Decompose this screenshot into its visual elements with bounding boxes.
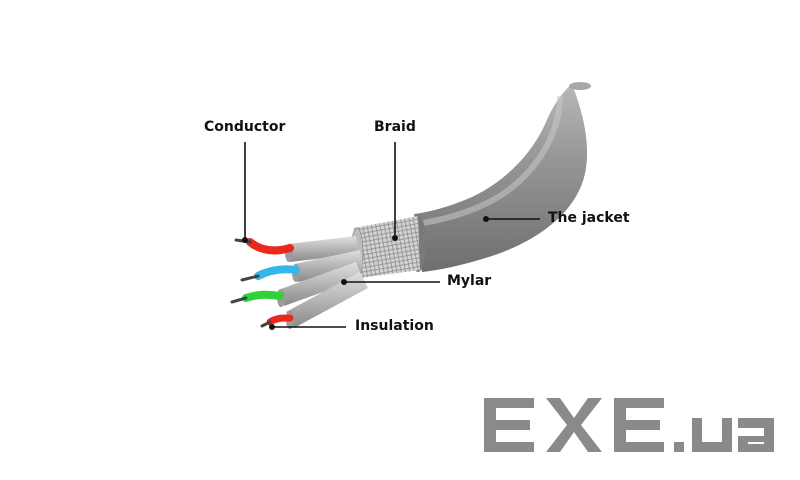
wire-red2-tip — [260, 320, 272, 328]
wire-blue-tip — [240, 274, 260, 282]
dot-conductor — [242, 237, 248, 243]
jacket-body — [414, 84, 588, 272]
braid-body — [354, 216, 420, 278]
wire-green-tip — [230, 296, 248, 304]
leader-lines — [244, 142, 540, 328]
leader-dots — [242, 216, 489, 330]
wire-red-2 — [260, 272, 368, 329]
wire-green — [230, 262, 362, 307]
dot-jacket — [483, 216, 489, 222]
jacket — [410, 82, 591, 272]
label-insulation: Insulation — [355, 318, 434, 334]
wire-red2-core — [266, 314, 294, 326]
dot-braid — [392, 235, 398, 241]
wire-red2-sleeve — [286, 272, 368, 328]
label-mylar: Mylar — [447, 273, 492, 289]
wire-green-core — [242, 290, 284, 302]
wire-green-sleeve — [278, 262, 362, 306]
label-jacket: The jacket — [548, 210, 630, 226]
dot-mylar — [341, 279, 347, 285]
label-conductor: Conductor — [204, 119, 286, 135]
exe-ua-logo — [484, 398, 774, 452]
wire-red-core — [246, 238, 294, 255]
jacket-top-end — [569, 82, 591, 90]
jacket-highlight — [417, 95, 563, 227]
label-braid: Braid — [374, 119, 416, 135]
wire-blue-core — [254, 265, 300, 280]
wire-blue — [240, 250, 364, 282]
wire-blue-sleeve — [294, 250, 364, 282]
braid — [350, 216, 420, 279]
dot-insulation — [269, 324, 275, 330]
